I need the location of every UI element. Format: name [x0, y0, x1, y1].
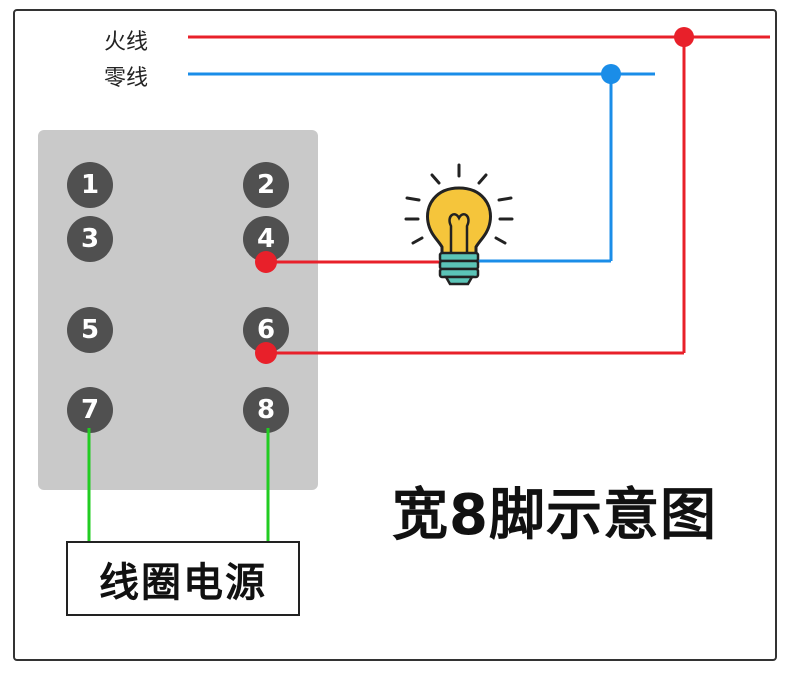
- live-junction: [674, 27, 694, 47]
- pin-5: 5: [67, 307, 113, 353]
- diagram-title: 宽8脚示意图: [392, 483, 717, 548]
- diagram-frame: [13, 9, 777, 661]
- pin-2: 2: [243, 162, 289, 208]
- neutral-junction: [601, 64, 621, 84]
- pin-1: 1: [67, 162, 113, 208]
- light-bulb-icon: [404, 163, 514, 286]
- pin-8: 8: [243, 387, 289, 433]
- pin-7: 7: [67, 387, 113, 433]
- pin-3: 3: [67, 216, 113, 262]
- neutral-wire-label: 零线: [104, 66, 149, 91]
- pin4-connection: [255, 251, 277, 273]
- live-wire-label: 火线: [104, 30, 149, 55]
- coil-power-box: 线圈电源: [66, 541, 300, 616]
- pin6-connection: [255, 342, 277, 364]
- coil-power-label: 线圈电源: [99, 559, 267, 606]
